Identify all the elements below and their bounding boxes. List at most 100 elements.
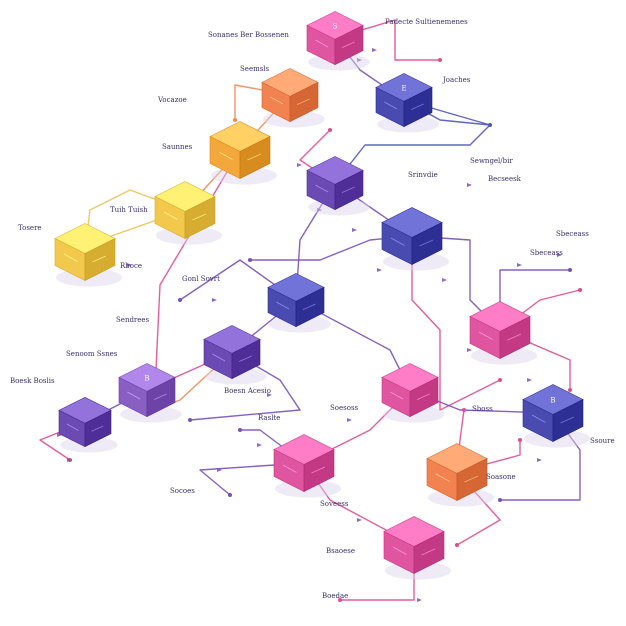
block-glyph [531, 414, 546, 423]
block-b-blue-mid [381, 207, 449, 271]
block-glyph [435, 473, 450, 482]
block-b-purple-center [203, 325, 267, 385]
block-b-indigo-center [267, 273, 331, 333]
wire-endpoint [518, 438, 522, 442]
diagram-label: Socoes [170, 487, 195, 495]
block-glyph [341, 186, 355, 193]
diagram-label: Seemsls [240, 65, 270, 73]
arrow-head-icon [527, 378, 532, 382]
wire-endpoint [328, 128, 332, 132]
connector-wire [334, 19, 440, 61]
block-glyph [464, 475, 479, 483]
wire-endpoint [228, 493, 232, 497]
wire-endpoint [438, 58, 442, 62]
block-glyph [91, 425, 104, 432]
block-glyph [416, 393, 430, 400]
wire-endpoint [578, 288, 582, 292]
wire-endpoint [233, 118, 237, 122]
block-right-face [84, 238, 116, 281]
block-glyph [507, 333, 522, 341]
arrow-head-icon [217, 468, 222, 472]
block-glyph [92, 255, 107, 263]
block-label: B [144, 374, 149, 382]
wire-endpoint [498, 378, 502, 382]
block-glyph [153, 393, 167, 400]
block-right-face [239, 136, 271, 179]
wire-endpoint [455, 543, 459, 547]
block-glyph [315, 39, 329, 48]
arrow-head-icon [467, 348, 472, 352]
block-b-purple-mid [306, 156, 370, 216]
block-glyph [390, 391, 404, 400]
block-b-indigo-right: B [522, 384, 590, 448]
arrow-head-icon [372, 48, 377, 52]
block-glyph [560, 416, 575, 424]
block-right-face [499, 316, 531, 359]
diagram-label: Soasone [486, 473, 516, 481]
connector-wire [154, 149, 241, 391]
diagram-label: Sbeceass [530, 249, 563, 257]
wire-endpoint [568, 388, 572, 392]
arrow-head-icon [557, 253, 562, 257]
block-right-face [289, 81, 319, 123]
arrow-head-icon [317, 208, 322, 212]
block-glyph [63, 253, 78, 262]
block-glyph [390, 237, 405, 246]
block-glyph [419, 239, 434, 247]
arrow-head-icon [127, 263, 132, 267]
diagram-label: Soveess [320, 500, 349, 508]
connector-wire [199, 462, 305, 496]
arrow-head-icon [467, 183, 472, 187]
diagram-label: Ssoure [590, 437, 615, 445]
block-glyph [392, 546, 407, 555]
block-glyph [315, 184, 329, 193]
block-glyph [127, 391, 141, 400]
block-right-face [334, 24, 364, 66]
block-right-face [456, 458, 488, 501]
block-glyph [270, 96, 284, 105]
block-b-amber [209, 121, 277, 185]
diagram-label: Joaches [442, 76, 471, 84]
wire-endpoint [248, 258, 252, 262]
block-glyph [384, 101, 398, 110]
diagram-label: Tuih Tuish [110, 206, 148, 214]
diagram-label: Sboss [472, 405, 493, 413]
diagram-label: Sewngel/bir [470, 157, 513, 165]
diagram-label: Tosere [18, 224, 42, 232]
arrow-head-icon [297, 163, 302, 167]
diagram-label: Vocazoe [157, 96, 187, 104]
block-glyph [212, 353, 226, 362]
block-glyph [276, 301, 290, 310]
arrow-head-icon [57, 433, 62, 437]
arrow-head-icon [352, 228, 357, 232]
diagram-label: Boedae [322, 592, 348, 600]
block-right-face [552, 399, 584, 442]
block-right-face [295, 286, 325, 328]
block-right-face [303, 449, 335, 492]
diagram-label: Rboce [120, 262, 142, 270]
diagram-label: Senoom Ssnes [66, 350, 118, 358]
diagram-label: Padecte Sultienemenes [385, 18, 468, 26]
block-right-face [403, 86, 433, 128]
diagram-label: Sendrees [116, 316, 150, 324]
block-glyph [478, 331, 493, 340]
diagram-label: Sonanes Ber Bossenen [208, 31, 289, 39]
arrow-head-icon [357, 518, 362, 522]
block-glyph [302, 303, 316, 310]
diagram-label: Sbeceass [556, 230, 589, 238]
block-b-orange-top [261, 68, 325, 128]
block-right-face [146, 376, 176, 418]
diagram-label: Soesoss [330, 404, 359, 412]
diagram-label: Srinvdie [408, 171, 438, 179]
block-b-pink-center [381, 363, 445, 423]
arrow-head-icon [267, 393, 272, 397]
wire-endpoint [178, 298, 182, 302]
wire-endpoint [488, 123, 492, 127]
arrow-head-icon [67, 458, 72, 462]
arrow-head-icon [417, 598, 422, 602]
block-glyph [282, 464, 297, 473]
arrow-head-icon [257, 443, 262, 447]
block-glyph [311, 466, 326, 474]
